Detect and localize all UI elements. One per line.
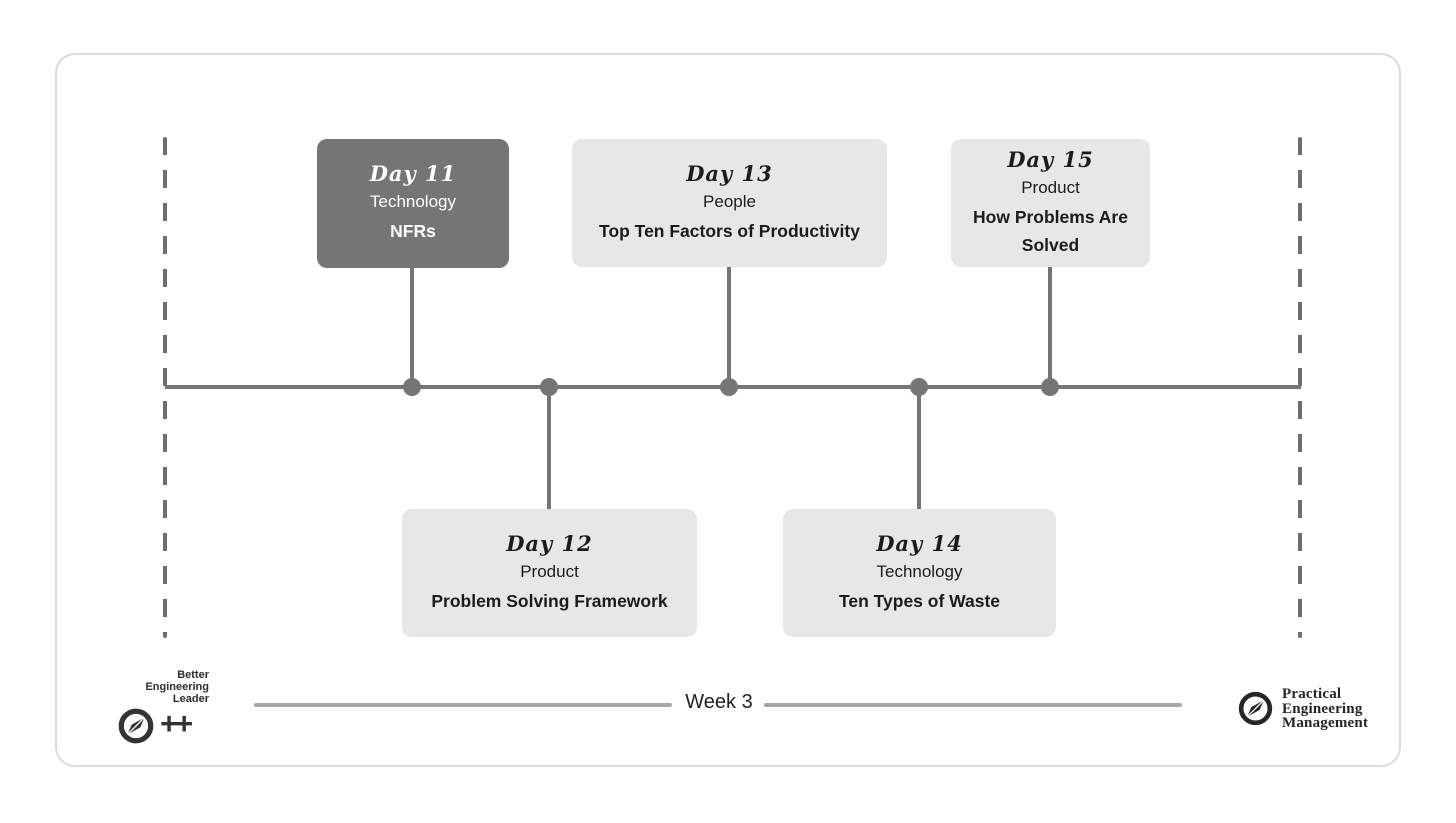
event-day-label: Day 13 [686,160,773,186]
event-category: Product [520,561,579,581]
timeline-dot-day-14 [910,378,928,396]
brand-better-engineering-leader: Better Engineering Leader ++ [117,669,267,745]
week-divider-right-line [764,703,1182,707]
brand-right-line1: Practical [1282,686,1342,702]
brand-practical-engineering-management: Practical Engineering Management [1237,687,1368,731]
timeline-dot-day-13 [720,378,738,396]
event-day-label: Day 15 [1007,147,1094,173]
brand-left-line1: Better Engineering [145,669,209,693]
diagram-frame: Day 11 Technology NFRs Day 13 People Top… [55,53,1401,767]
event-category: Product [1021,178,1080,198]
connector-day-11 [410,268,414,385]
compass-icon [117,707,155,745]
event-card-day-14: Day 14 Technology Ten Types of Waste [783,509,1056,637]
connector-day-13 [727,267,731,385]
event-card-day-15: Day 15 Product How Problems Are Solved [951,139,1150,267]
event-topic: How Problems Are Solved [973,207,1128,255]
timeline-dot-day-11 [403,378,421,396]
event-day-label: Day 12 [506,530,593,556]
event-day-label: Day 11 [369,161,457,187]
event-topic: Problem Solving Framework [431,590,668,611]
compass-icon [1237,690,1274,727]
brand-right-line3: Management [1282,715,1369,731]
event-topic: Top Ten Factors of Productivity [599,220,860,241]
brand-left-line2: Leader [172,693,209,705]
event-topic: Ten Types of Waste [838,590,1001,611]
brand-right-line2: Engineering [1282,700,1363,717]
event-category: People [703,191,756,211]
connector-day-14 [917,389,921,509]
event-category: Technology [876,561,963,581]
event-day-label: Day 14 [876,530,963,556]
event-topic: NFRs [390,221,436,242]
timeline-dot-day-15 [1041,378,1059,396]
event-card-day-11: Day 11 Technology NFRs [317,139,509,268]
week-label: Week 3 [685,691,753,713]
event-category: Technology [369,192,456,212]
brand-plus-plus: ++ [160,706,193,741]
connector-day-12 [547,389,551,509]
event-card-day-12: Day 12 Product Problem Solving Framework [402,509,697,637]
connector-day-15 [1048,267,1052,385]
timeline-dot-day-12 [540,378,558,396]
week-divider-left-line [254,703,672,707]
event-card-day-13: Day 13 People Top Ten Factors of Product… [572,139,887,267]
